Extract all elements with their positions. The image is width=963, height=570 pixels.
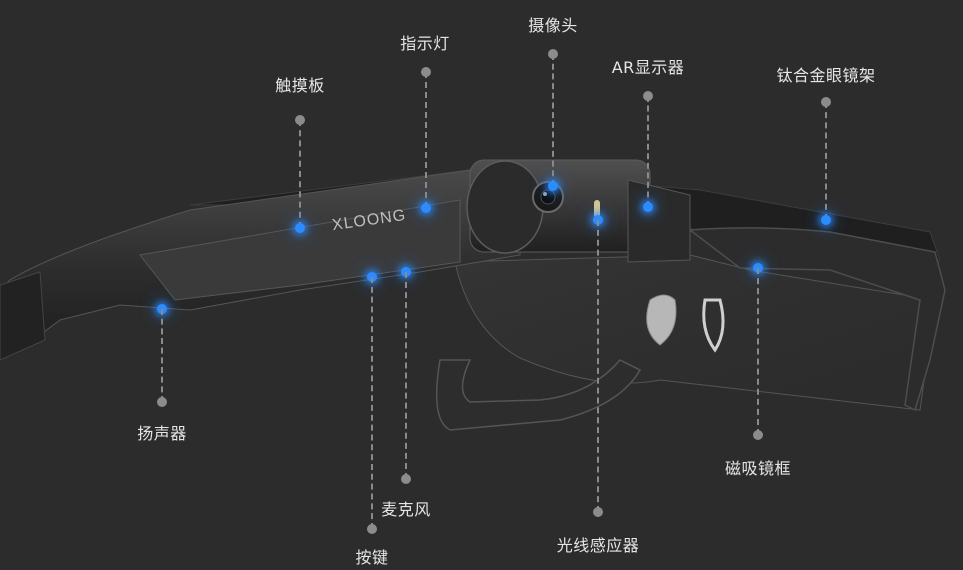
anchor-dot-camera xyxy=(548,49,558,59)
label-indicator-light: 指示灯 xyxy=(400,34,450,53)
label-magnetic-frame: 磁吸镜框 xyxy=(724,459,792,478)
anchor-dot-button xyxy=(367,524,377,534)
leader-line-microphone xyxy=(405,272,407,479)
leader-line-ar-display xyxy=(647,96,649,207)
label-speaker: 扬声器 xyxy=(137,424,187,443)
label-camera: 摄像头 xyxy=(528,16,578,35)
hotspot-indicator-light[interactable] xyxy=(421,203,431,213)
anchor-dot-ar-display xyxy=(643,91,653,101)
leader-line-titanium-frame xyxy=(825,102,827,220)
label-microphone: 麦克风 xyxy=(381,500,431,519)
anchor-dot-titanium-frame xyxy=(821,97,831,107)
leader-line-speaker xyxy=(161,309,163,402)
anchor-dot-indicator-light xyxy=(421,67,431,77)
leader-line-magnetic-frame xyxy=(757,268,759,435)
label-titanium-frame: 钛合金眼镜架 xyxy=(776,66,876,85)
label-button: 按键 xyxy=(355,548,389,567)
leader-line-light-sensor xyxy=(597,220,599,512)
hotspot-touchpad[interactable] xyxy=(295,223,305,233)
anchor-dot-light-sensor xyxy=(593,507,603,517)
hotspot-ar-display[interactable] xyxy=(643,202,653,212)
label-ar-display: AR显示器 xyxy=(611,58,685,77)
label-light-sensor: 光线感应器 xyxy=(556,536,640,555)
hotspot-camera[interactable] xyxy=(548,181,558,191)
leader-line-camera xyxy=(552,54,554,186)
anchor-dot-microphone xyxy=(401,474,411,484)
leader-line-button xyxy=(371,277,373,529)
hotspot-titanium-frame[interactable] xyxy=(821,215,831,225)
anchor-dot-magnetic-frame xyxy=(753,430,763,440)
leader-line-touchpad xyxy=(299,120,301,228)
leader-line-indicator-light xyxy=(425,72,427,208)
anchor-dot-touchpad xyxy=(295,115,305,125)
label-touchpad: 触摸板 xyxy=(275,76,325,95)
anchor-dot-speaker xyxy=(157,397,167,407)
